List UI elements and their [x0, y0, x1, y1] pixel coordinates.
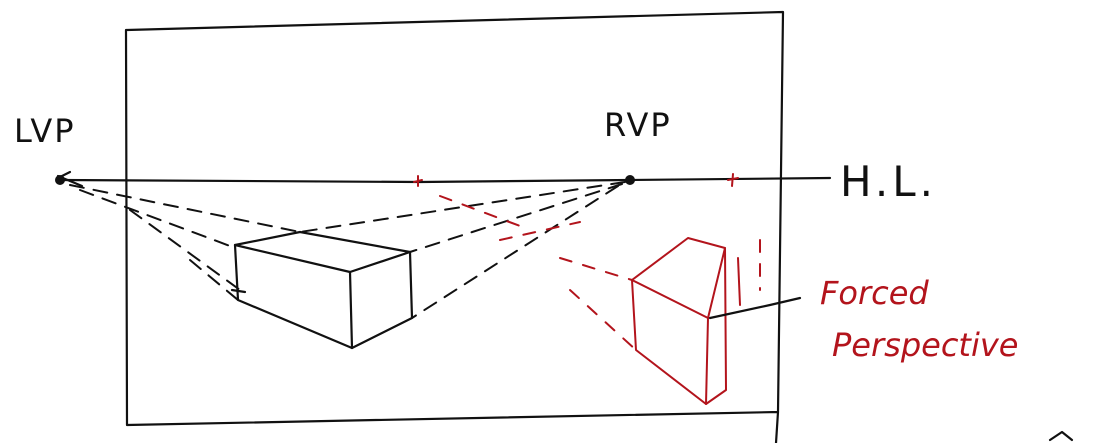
stray-mark [1050, 432, 1072, 440]
black-construction-lines [70, 182, 625, 318]
forced-perspective-box [632, 238, 740, 404]
right-vanishing-point [625, 175, 635, 185]
rvp-label: RVP [604, 106, 672, 144]
horizon-line [60, 178, 830, 182]
lvp-label: LVP [14, 112, 76, 150]
red-construction-lines [440, 196, 760, 350]
forced-label-line2: Perspective [832, 326, 1018, 364]
perspective-box [232, 232, 412, 348]
forced-label-line1: Forced [820, 274, 929, 312]
red-marker-left [414, 176, 422, 186]
horizon-line-label: H.L. [840, 157, 937, 206]
forced-perspective-leader [710, 298, 800, 318]
frame-rectangle [126, 12, 783, 443]
